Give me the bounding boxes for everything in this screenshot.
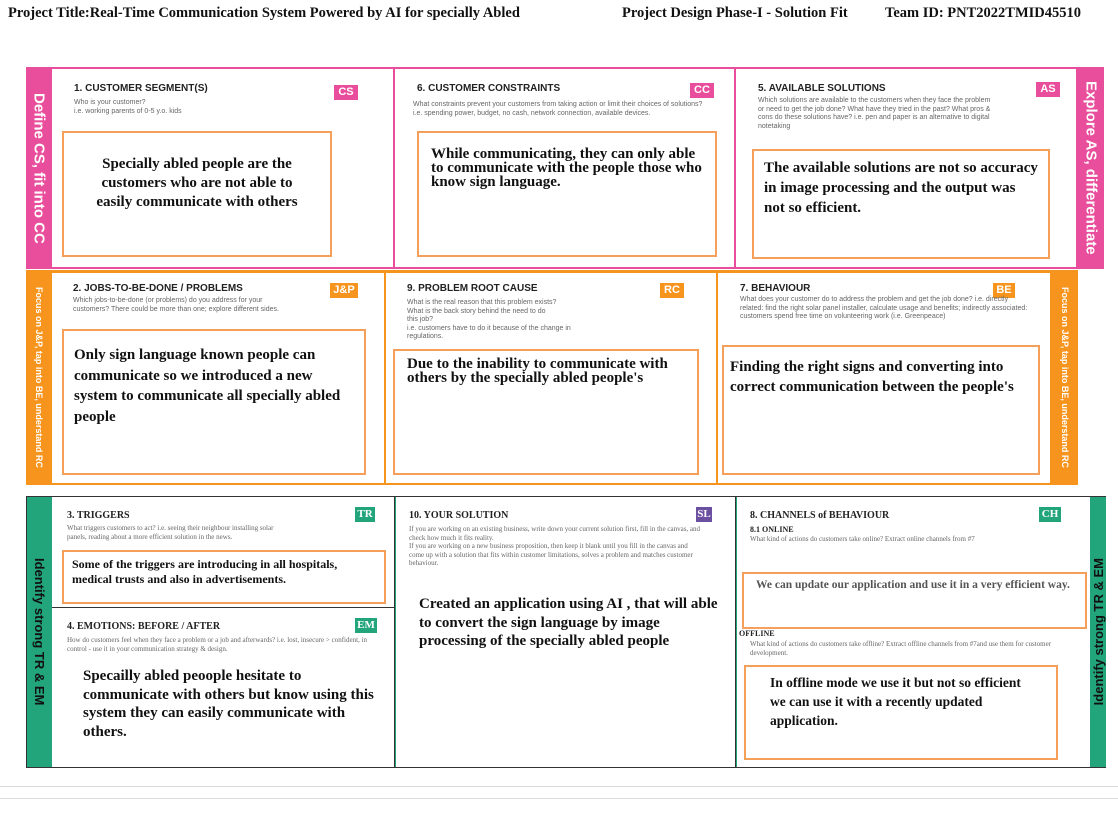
emotions-answer[interactable]: Specailly abled peoople hesitate to comm… xyxy=(83,668,374,740)
cell-title: 8. CHANNELS of BEHAVIOUR xyxy=(750,510,890,521)
your-solution-answer[interactable]: Created an application using AI , that w… xyxy=(419,596,718,649)
cell-description: Who is your customer? i.e. working paren… xyxy=(74,99,182,115)
emotions-title: 4. EMOTIONS: BEFORE / AFTER xyxy=(67,621,221,632)
strip-focus-right: Focus on J&P, tap into BE, understand RC xyxy=(1052,270,1078,485)
jobs-to-be-done-cell: 2. JOBS-TO-BE-DONE / PROBLEMS J&P Which … xyxy=(52,273,384,483)
available-solutions-answer[interactable]: The available solutions are not so accur… xyxy=(752,149,1050,259)
jp-tag: J&P xyxy=(330,283,358,298)
triggers-title: 3. TRIGGERS xyxy=(67,510,130,521)
online-label: 8.1 ONLINE xyxy=(750,525,794,534)
cell-title: 9. PROBLEM ROOT CAUSE xyxy=(407,283,538,294)
cs-tag: CS xyxy=(334,85,358,100)
cell-title: 2. JOBS-TO-BE-DONE / PROBLEMS xyxy=(73,283,243,294)
em-tag: EM xyxy=(355,618,377,633)
cell-description: Which jobs-to-be-done (or problems) do y… xyxy=(73,297,279,313)
footer-divider xyxy=(0,786,1118,787)
ch-tag: CH xyxy=(1039,507,1061,522)
cell-title: 1. CUSTOMER SEGMENT(S) xyxy=(74,83,208,94)
strip-define-cs: Define CS, fit into CC xyxy=(26,67,52,269)
customer-constraints-answer[interactable]: While communicating, they can only able … xyxy=(417,131,717,257)
cell-title: 6. CUSTOMER CONSTRAINTS xyxy=(417,83,561,94)
sl-tag: SL xyxy=(696,507,712,522)
strip-identify-right: Identify strong TR & EM xyxy=(1090,497,1106,767)
be-tag: BE xyxy=(993,283,1015,298)
cell-title: 5. AVAILABLE SOLUTIONS xyxy=(758,83,886,94)
behaviour-answer[interactable]: Finding the right signs and converting i… xyxy=(722,345,1040,475)
emotions-description: How do customers feel when they face a p… xyxy=(67,636,367,653)
cell-description: If you are working on an existing busine… xyxy=(409,525,701,567)
offline-label: OFFLINE xyxy=(739,629,775,638)
tr-tag: TR xyxy=(355,507,375,522)
design-phase: Project Design Phase-I - Solution Fit xyxy=(622,5,848,21)
jobs-to-be-done-answer[interactable]: Only sign language known people can comm… xyxy=(62,329,366,475)
cell-description: What constraints prevent your customers … xyxy=(413,101,703,117)
strip-focus-left: Focus on J&P, tap into BE, understand RC xyxy=(26,270,52,485)
cell-description: Which solutions are available to the cus… xyxy=(758,97,991,130)
footer-divider xyxy=(0,798,1118,799)
cell-title: 10. YOUR SOLUTION xyxy=(409,510,509,521)
behaviour-cell: 7. BEHAVIOUR BE What does your customer … xyxy=(718,273,1050,483)
cc-tag: CC xyxy=(690,83,714,98)
divider xyxy=(52,607,395,608)
problem-root-cause-answer[interactable]: Due to the inability to communicate with… xyxy=(393,349,699,475)
cell-description: What is the real reason that this proble… xyxy=(407,299,571,340)
online-description: What kind of actions do customers take o… xyxy=(750,535,975,543)
rc-tag: RC xyxy=(660,283,684,298)
customer-constraints-cell: 6. CUSTOMER CONSTRAINTS CC What constrai… xyxy=(395,69,734,267)
as-tag: AS xyxy=(1036,82,1060,97)
cell-title: 7. BEHAVIOUR xyxy=(740,283,811,294)
channels-of-behaviour-cell: 8. CHANNELS of BEHAVIOUR CH 8.1 ONLINE W… xyxy=(737,497,1090,767)
strip-explore-as: Explore AS, differentiate xyxy=(1078,67,1104,269)
your-solution-cell: 10. YOUR SOLUTION SL If you are working … xyxy=(396,497,736,767)
available-solutions-cell: 5. AVAILABLE SOLUTIONS AS Which solution… xyxy=(736,69,1076,267)
problem-root-cause-cell: 9. PROBLEM ROOT CAUSE RC What is the rea… xyxy=(386,273,716,483)
triggers-description: What triggers customers to act? i.e. see… xyxy=(67,524,274,541)
offline-description: What kind of actions do customers take o… xyxy=(750,640,1052,657)
page-header: Project Title:Real-Time Communication Sy… xyxy=(8,5,1113,25)
strip-identify-left: Identify strong TR & EM xyxy=(27,497,52,767)
triggers-emotions-column: 3. TRIGGERS TR What triggers customers t… xyxy=(52,497,395,767)
project-title: Project Title:Real-Time Communication Sy… xyxy=(8,5,520,21)
cell-description: What does your customer do to address th… xyxy=(740,296,1028,320)
triggers-answer[interactable]: Some of the triggers are introducing in … xyxy=(62,550,386,604)
online-answer[interactable]: We can update our application and use it… xyxy=(742,572,1087,629)
customer-segment-answer[interactable]: Specially abled people are the customers… xyxy=(62,131,332,257)
customer-segment-cell: 1. CUSTOMER SEGMENT(S) CS Who is your cu… xyxy=(52,69,393,267)
team-id: Team ID: PNT2022TMID45510 xyxy=(885,5,1082,21)
offline-answer[interactable]: In offline mode we use it but not so eff… xyxy=(744,665,1058,760)
